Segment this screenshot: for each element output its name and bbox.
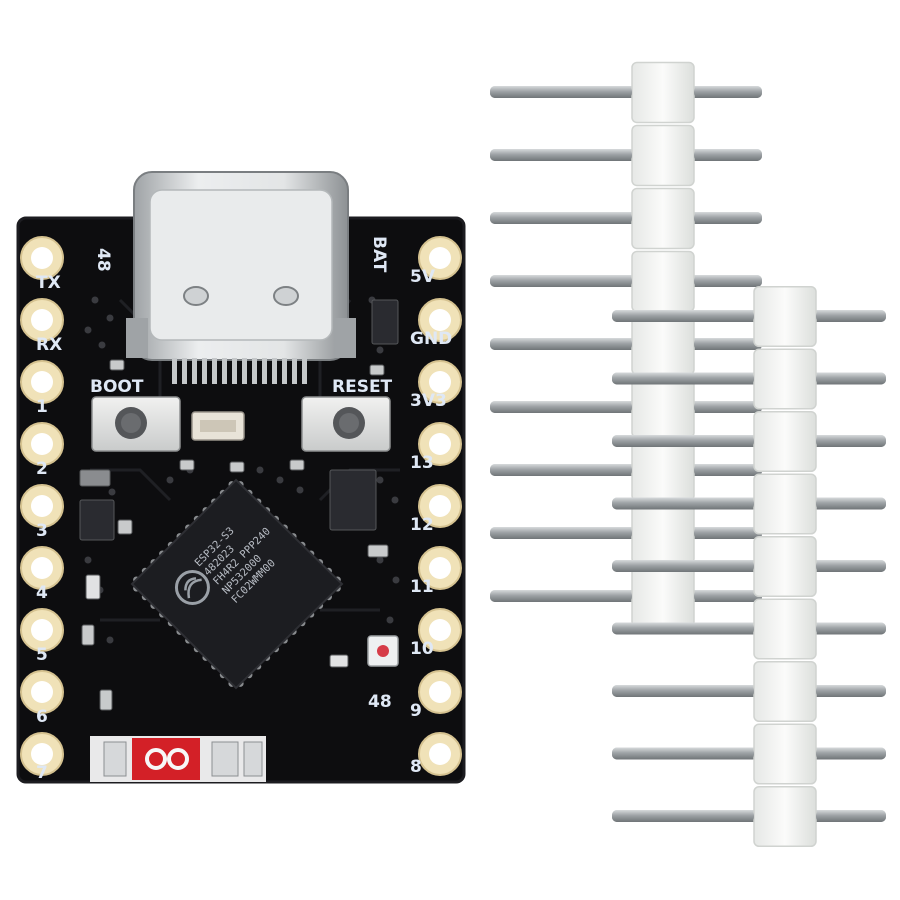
right-pin-label: 10 [410,639,434,659]
smd-part [367,544,389,558]
right-pad-2 [418,360,462,404]
header-plastic-segment [753,723,817,785]
solder-jumper [90,736,266,782]
smd-part [229,461,245,473]
smd-part [179,459,195,471]
header-plastic-segment [753,661,817,722]
right-pin-label: 9 [410,701,422,721]
smd-part [329,469,377,531]
header-plastic-segment [753,348,817,410]
led-label: 48 [368,692,392,712]
rgb-led [367,635,399,667]
espressif-logo-icon [174,570,210,606]
reset-button[interactable] [301,396,391,452]
header-plastic-segment [631,124,695,187]
right-pad-6 [418,608,462,652]
right-pin-label: 3V3 [410,391,447,411]
left-pad-6 [20,608,64,652]
left-pad-8 [20,732,64,776]
left-pin-label: 2 [36,459,48,479]
boot-label: BOOT [90,377,144,397]
left-pad-0 [20,236,64,280]
left-pad-1 [20,298,64,342]
left-pin-label: 7 [36,763,48,783]
header-plastic-segment [631,187,695,250]
label-bat: BAT [369,236,389,273]
smd-part [79,469,111,487]
boot-button[interactable] [91,396,181,452]
pin-header-short [490,61,762,628]
smd-part [85,574,101,600]
header-plastic-segment [631,565,695,628]
header-plastic-segment [631,439,695,502]
left-pin-label: 5 [36,645,48,665]
right-pad-7 [418,670,462,714]
header-plastic-segment [753,473,817,535]
right-castellated-pads [418,236,462,776]
right-pad-5 [418,546,462,590]
right-pad-4 [418,484,462,528]
left-pad-3 [20,422,64,466]
left-pad-5 [20,546,64,590]
left-pad-7 [20,670,64,714]
smd-part [79,499,115,541]
right-pad-8 [418,732,462,776]
right-pin-label: 11 [410,577,434,597]
left-pad-2 [20,360,64,404]
esp32-s3-module: ESP32-S3 482023 FH4R2 PPP240 NP532000 FC… [130,478,344,690]
header-plastic-segment [631,502,695,565]
right-pin-label: GND [410,329,452,349]
smd-part [371,299,399,345]
left-pad-4 [20,484,64,528]
left-pin-label: RX [36,335,62,355]
header-plastic-segment [631,250,695,313]
header-plastic-segment [753,411,817,472]
pin-header-long [612,286,886,847]
header-plastic-segment [631,61,695,124]
header-plastic-segment [753,786,817,847]
smd-part [109,359,125,371]
left-pin-label: 1 [36,397,48,417]
crystal [191,411,245,441]
header-plastic-segment [753,598,817,660]
right-pad-1 [418,298,462,342]
header-plastic-segment [753,536,817,597]
right-pad-3 [418,422,462,466]
left-pin-label: 4 [36,583,48,603]
smd-part [81,624,95,646]
usb-c-connector [126,171,356,384]
smd-part [369,364,385,376]
right-pin-label: 12 [410,515,434,535]
header-plastic-segment [631,313,695,376]
right-pin-label: 13 [410,453,434,473]
header-plastic-segment [631,376,695,439]
label-48-top: 48 [93,248,113,272]
smd-part [289,459,305,471]
reset-label: RESET [332,377,393,397]
right-pin-label: 5V [410,267,436,287]
left-castellated-pads [20,236,64,776]
left-pin-label: 3 [36,521,48,541]
smd-part [99,689,113,711]
header-plastic-segment [753,286,817,347]
right-pad-0 [418,236,462,280]
smd-components [79,299,399,711]
left-pin-label: 6 [36,707,48,727]
right-pin-label: 8 [410,757,422,777]
smd-part [117,519,133,535]
smd-part [329,654,349,668]
left-pin-label: TX [36,273,61,293]
